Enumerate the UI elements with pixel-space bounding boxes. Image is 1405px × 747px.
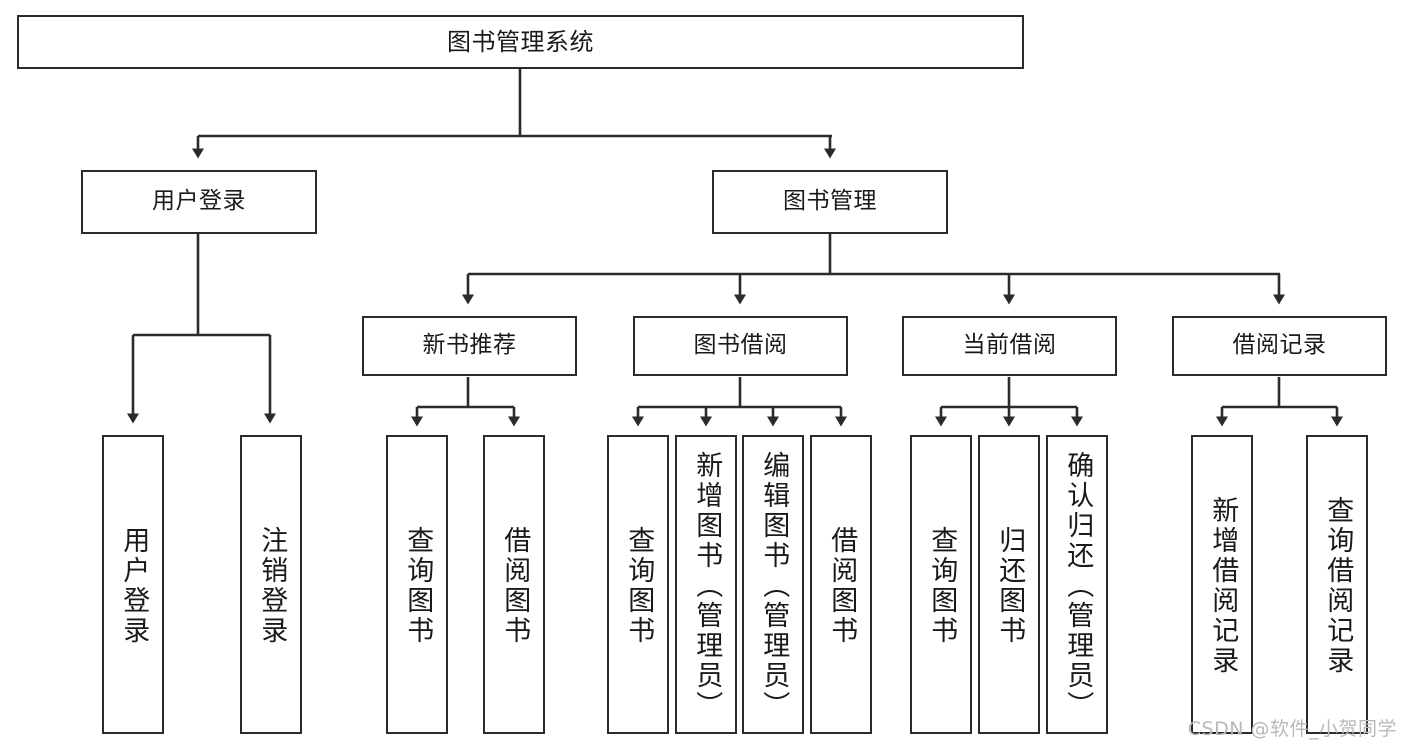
node-leaf-query-book-1-label: 查询图书 <box>402 525 434 646</box>
node-leaf-return-book[interactable]: 归还图书 <box>978 435 1040 734</box>
node-borrow-record-label: 借阅记录 <box>1232 332 1327 359</box>
node-leaf-confirm-return[interactable]: 确认归还（管理员） <box>1046 435 1108 734</box>
node-book-borrow[interactable]: 图书借阅 <box>633 316 848 376</box>
node-leaf-query-book-2-label: 查询图书 <box>623 525 655 646</box>
node-leaf-query-book-3-label: 查询图书 <box>926 525 958 646</box>
node-user-login[interactable]: 用户登录 <box>81 170 317 234</box>
node-book-manage-label: 图书管理 <box>783 188 877 215</box>
node-new-book-rec-label: 新书推荐 <box>422 332 517 359</box>
node-leaf-add-record-label: 新增借阅记录 <box>1207 495 1239 676</box>
node-leaf-borrow-book-2[interactable]: 借阅图书 <box>810 435 872 734</box>
node-leaf-borrow-book-1-label: 借阅图书 <box>499 525 531 646</box>
node-leaf-query-book-1[interactable]: 查询图书 <box>386 435 448 734</box>
node-leaf-confirm-return-label: 确认归还（管理员） <box>1062 450 1094 721</box>
watermark-text: CSDN @软件_小贺同学 <box>1187 718 1397 740</box>
node-leaf-logout[interactable]: 注销登录 <box>240 435 302 734</box>
node-leaf-query-book-3[interactable]: 查询图书 <box>910 435 972 734</box>
node-leaf-user-login[interactable]: 用户登录 <box>102 435 164 734</box>
node-root[interactable]: 图书管理系统 <box>17 15 1024 69</box>
node-user-login-label: 用户登录 <box>152 188 246 215</box>
node-book-manage[interactable]: 图书管理 <box>712 170 948 234</box>
node-leaf-add-book-label: 新增图书（管理员） <box>691 450 723 721</box>
node-leaf-edit-book[interactable]: 编辑图书（管理员） <box>742 435 804 734</box>
node-leaf-borrow-book-1[interactable]: 借阅图书 <box>483 435 545 734</box>
node-leaf-logout-label: 注销登录 <box>256 525 288 646</box>
node-current-borrow[interactable]: 当前借阅 <box>902 316 1117 376</box>
node-leaf-add-book[interactable]: 新增图书（管理员） <box>675 435 737 734</box>
node-leaf-query-book-2[interactable]: 查询图书 <box>607 435 669 734</box>
node-borrow-record[interactable]: 借阅记录 <box>1172 316 1387 376</box>
node-leaf-user-login-label: 用户登录 <box>118 525 150 646</box>
node-leaf-add-record[interactable]: 新增借阅记录 <box>1191 435 1253 734</box>
node-leaf-edit-book-label: 编辑图书（管理员） <box>758 450 790 721</box>
node-leaf-return-book-label: 归还图书 <box>994 525 1026 646</box>
node-leaf-query-record-label: 查询借阅记录 <box>1322 495 1354 676</box>
node-new-book-rec[interactable]: 新书推荐 <box>362 316 577 376</box>
node-current-borrow-label: 当前借阅 <box>962 332 1057 359</box>
node-leaf-borrow-book-2-label: 借阅图书 <box>826 525 858 646</box>
node-root-label: 图书管理系统 <box>447 27 594 56</box>
node-leaf-query-record[interactable]: 查询借阅记录 <box>1306 435 1368 734</box>
node-book-borrow-label: 图书借阅 <box>693 332 788 359</box>
